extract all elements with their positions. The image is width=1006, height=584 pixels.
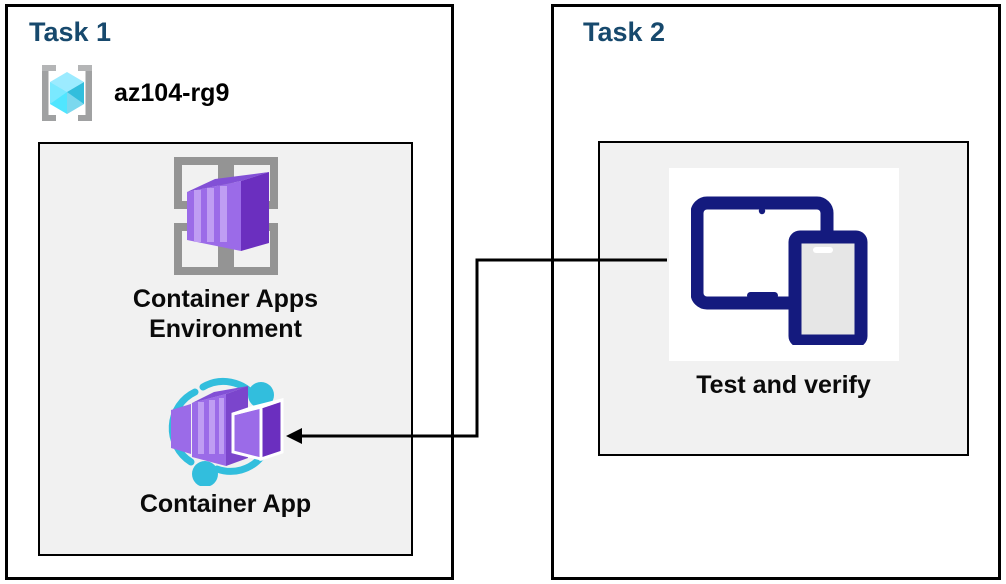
node-container-app: Container App	[38, 370, 413, 520]
test-and-verify-label: Test and verify	[696, 371, 871, 399]
resource-group-icon	[34, 62, 100, 124]
node-container-apps-environment: Container Apps Environment	[38, 155, 413, 344]
resource-group-label: az104-rg9	[114, 78, 230, 107]
resource-group-row: az104-rg9	[34, 62, 229, 124]
container-app-icon	[151, 370, 301, 486]
devices-icon-plate	[668, 168, 899, 361]
container-app-label: Container App	[139, 490, 312, 518]
container-apps-environment-label: Container Apps Environment	[132, 285, 319, 343]
task-1-title: Task 1	[29, 17, 112, 47]
node-test-and-verify: Test and verify	[598, 168, 969, 401]
task-2-title: Task 2	[583, 17, 666, 47]
devices-test-icon	[690, 185, 877, 345]
container-apps-environment-icon	[161, 155, 291, 277]
